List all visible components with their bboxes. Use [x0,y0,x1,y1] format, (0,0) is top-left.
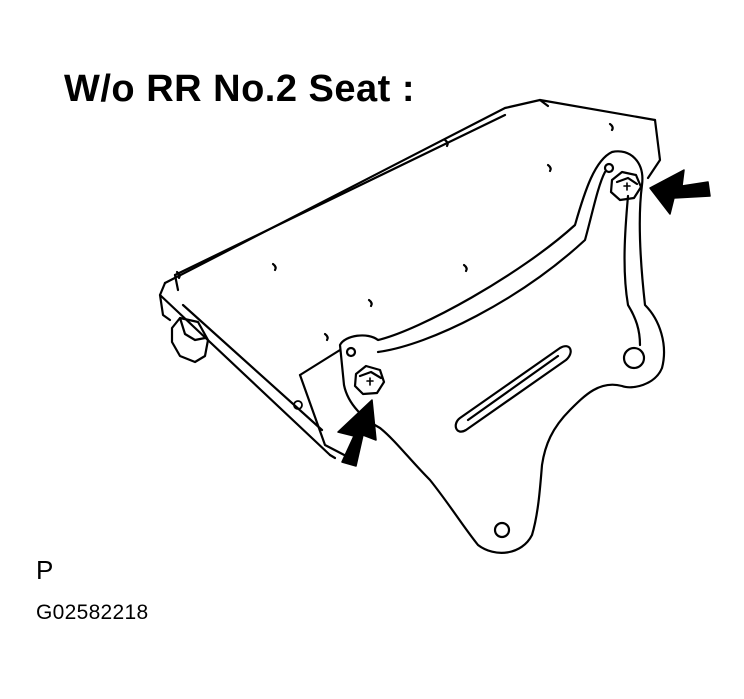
section-code: P [36,555,54,585]
diagram-title: W/o RR No.2 Seat : [64,68,416,110]
figure-id: G02582218 [36,601,149,624]
ecu-box [158,98,662,460]
mounting-bracket [338,150,666,554]
arrow-icon [337,399,377,467]
arrow-icon [649,169,711,215]
bolt-upper [609,170,643,202]
bolt-lower [353,364,386,396]
